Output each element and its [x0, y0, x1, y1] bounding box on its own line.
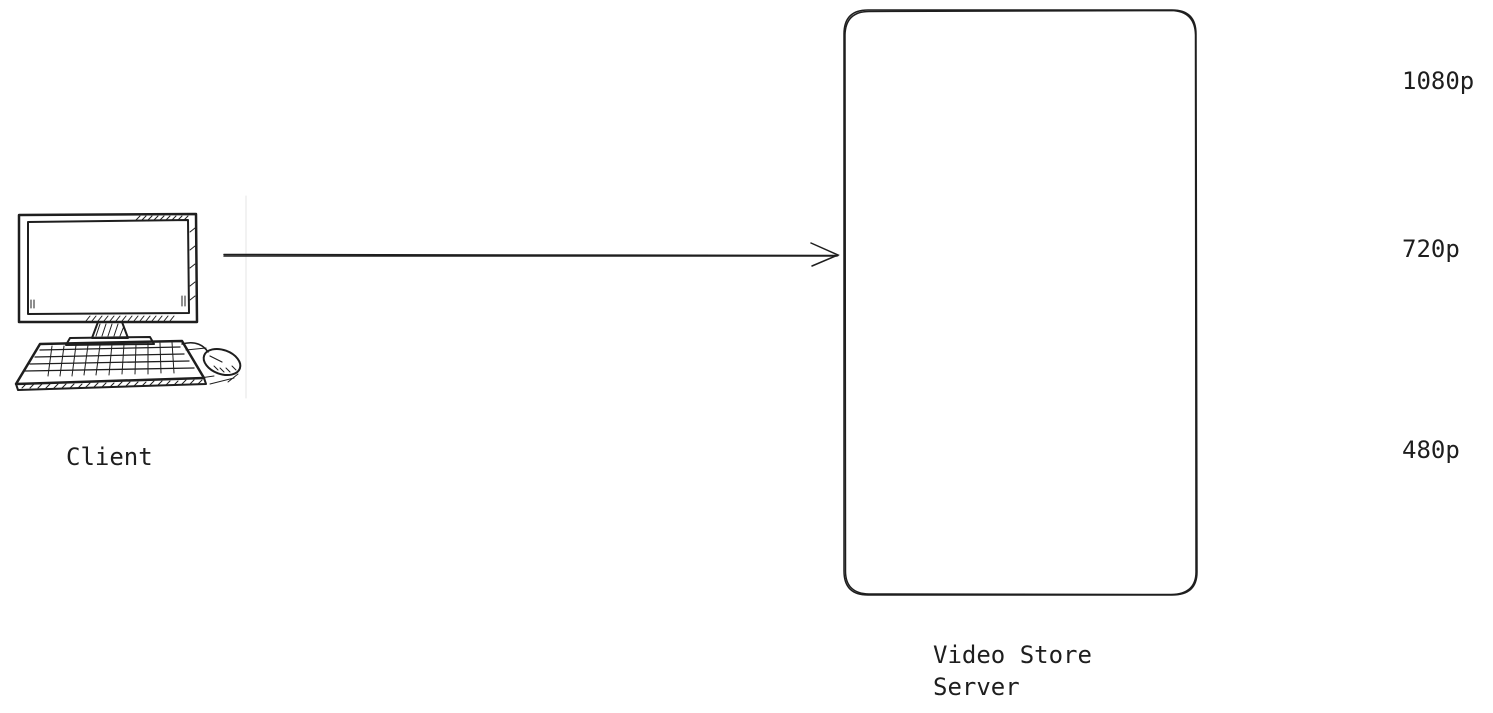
desktop-computer-icon: [14, 195, 247, 399]
server-box: [843, 9, 1198, 596]
resolution-label-480p: 480p: [1402, 436, 1460, 464]
resolution-label-720p: 720p: [1402, 235, 1460, 263]
client-label: Client: [66, 443, 153, 471]
resolution-label-1080p: 1080p: [1402, 67, 1475, 95]
client-to-server-arrow: [223, 242, 840, 267]
server-label-line1: Video Store: [933, 641, 1092, 669]
server-label: Video Store Server: [933, 639, 1092, 703]
server-label-line2: Server: [933, 673, 1020, 701]
